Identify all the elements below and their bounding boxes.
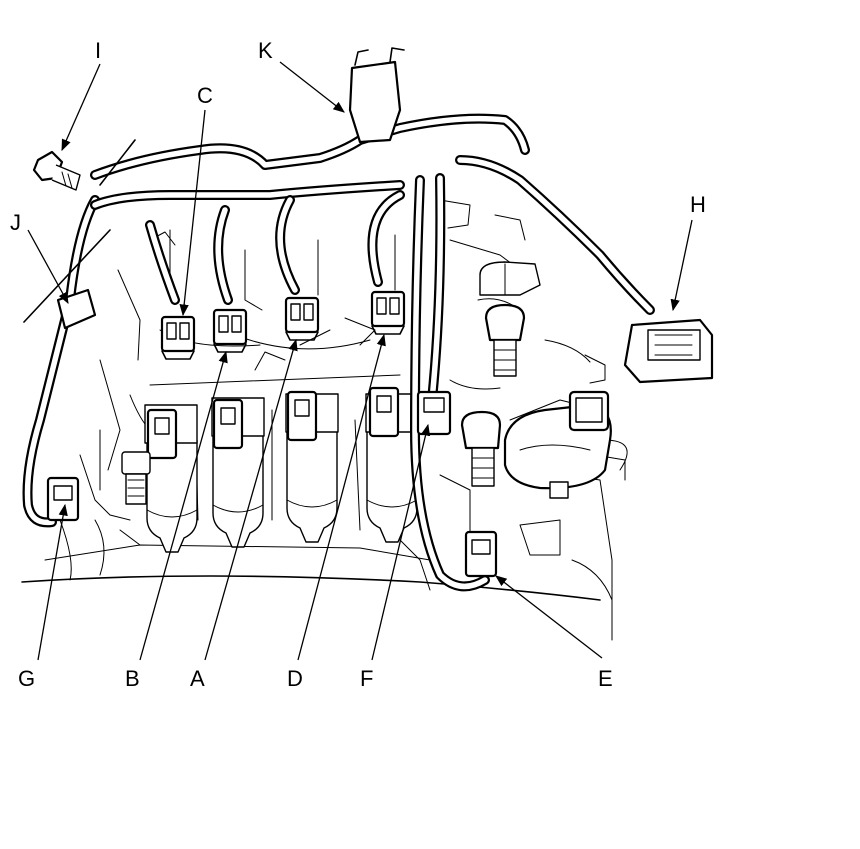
connector-c xyxy=(160,315,196,361)
callout-e: E xyxy=(598,666,613,691)
connector-h xyxy=(623,318,714,384)
connector-g xyxy=(46,476,80,522)
callout-f: F xyxy=(360,666,373,691)
callout-d: D xyxy=(287,666,303,691)
leader-lines xyxy=(27,61,693,661)
callout-b: B xyxy=(125,666,140,691)
connector-e xyxy=(464,530,498,578)
sensors xyxy=(121,261,612,505)
callout-c: C xyxy=(197,83,213,108)
connector-a xyxy=(284,296,320,342)
lower-connectors xyxy=(146,386,400,460)
engine-block xyxy=(21,199,628,641)
callout-k: K xyxy=(258,38,273,63)
callout-h: H xyxy=(690,192,706,217)
callout-a: A xyxy=(190,666,205,691)
callout-g: G xyxy=(18,666,35,691)
callout-labels: I K C J H G B A D F E xyxy=(10,38,706,691)
connector-d xyxy=(370,290,406,336)
connector-f xyxy=(416,390,452,436)
callout-i: I xyxy=(95,38,101,63)
callout-j: J xyxy=(10,210,21,235)
wire-harness xyxy=(22,47,655,592)
bolt-i xyxy=(32,150,81,191)
